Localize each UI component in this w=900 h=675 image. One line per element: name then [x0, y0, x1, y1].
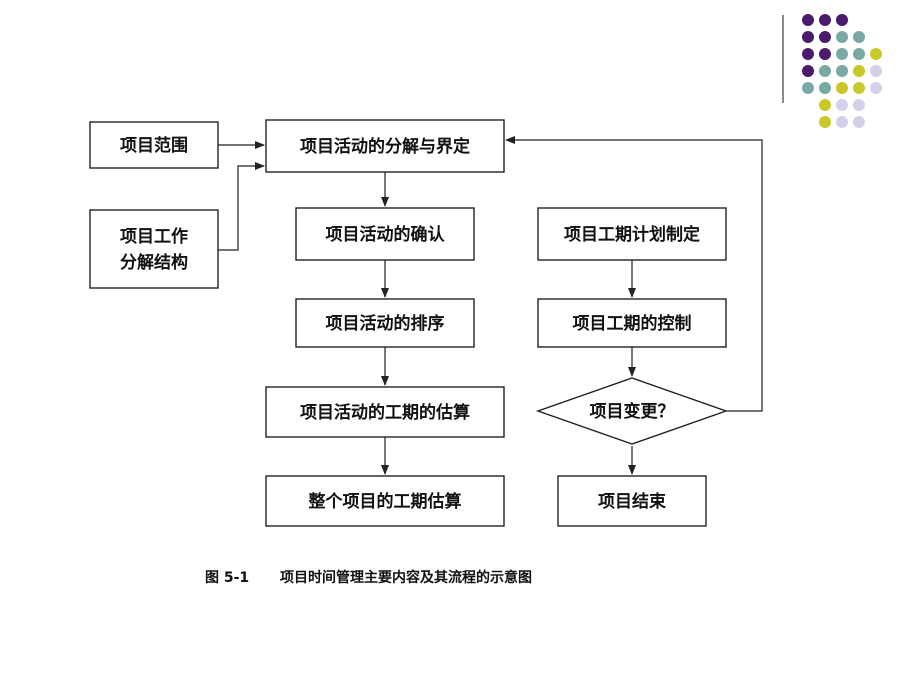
decorative-dot — [853, 65, 865, 77]
decorative-dot — [819, 48, 831, 60]
decorative-dot — [870, 48, 882, 60]
node-overall-label: 整个项目的工期估算 — [309, 491, 462, 512]
decorative-dot — [802, 82, 814, 94]
decorative-dot — [819, 99, 831, 111]
decorative-dot — [853, 116, 865, 128]
node-sequence: 项目活动的排序 — [295, 298, 475, 348]
node-wbs: 项目工作 分解结构 — [89, 209, 219, 289]
decorative-dot — [819, 82, 831, 94]
caption-figure-number: 图 5-1 — [205, 570, 249, 586]
node-plan: 项目工期计划制定 — [537, 207, 727, 261]
decorative-dot — [802, 65, 814, 77]
decorative-dot — [802, 48, 814, 60]
decorative-dot — [836, 99, 848, 111]
node-wbs-label-line2: 分解结构 — [120, 252, 188, 273]
decorative-dot — [819, 31, 831, 43]
node-change-decision: 项目变更？ — [535, 377, 729, 445]
node-confirm: 项目活动的确认 — [295, 207, 475, 261]
decorative-dot — [802, 31, 814, 43]
node-plan-label: 项目工期计划制定 — [564, 224, 700, 245]
node-scope-label: 项目范围 — [120, 135, 188, 156]
connectors — [218, 136, 763, 475]
decorative-dot — [853, 31, 865, 43]
decorative-dot — [836, 14, 848, 26]
decorative-dot — [836, 31, 848, 43]
node-end-label: 项目结束 — [598, 491, 666, 512]
node-wbs-label-line1: 项目工作 — [120, 226, 188, 247]
decorative-dot — [853, 48, 865, 60]
node-decompose: 项目活动的分解与界定 — [265, 119, 505, 173]
decorative-dot — [802, 14, 814, 26]
caption-title: 项目时间管理主要内容及其流程的示意图 — [280, 569, 532, 586]
decorative-dot — [819, 65, 831, 77]
decorative-dot — [853, 82, 865, 94]
decorative-dot — [836, 65, 848, 77]
node-control-label: 项目工期的控制 — [573, 313, 692, 334]
node-confirm-label: 项目活动的确认 — [326, 224, 446, 245]
decorative-dot — [836, 116, 848, 128]
node-estimate: 项目活动的工期的估算 — [265, 386, 505, 438]
decorative-dot-grid — [802, 14, 882, 128]
node-decompose-label: 项目活动的分解与界定 — [300, 136, 470, 157]
decorative-dot — [853, 99, 865, 111]
decorative-dot — [870, 82, 882, 94]
arrow-change-loop-back — [505, 136, 763, 412]
node-estimate-label: 项目活动的工期的估算 — [300, 402, 470, 423]
arrow-wbs-to-decompose — [218, 162, 265, 251]
node-control: 项目工期的控制 — [537, 298, 727, 348]
node-scope: 项目范围 — [89, 121, 219, 169]
decorative-dot — [819, 14, 831, 26]
node-overall: 整个项目的工期估算 — [265, 475, 505, 527]
node-change-label: 项目变更？ — [590, 401, 675, 422]
node-end: 项目结束 — [557, 475, 707, 527]
node-sequence-label: 项目活动的排序 — [326, 313, 445, 334]
decorative-dot — [836, 48, 848, 60]
decorative-dot — [819, 116, 831, 128]
decorative-dot — [836, 82, 848, 94]
decorative-dot — [870, 65, 882, 77]
